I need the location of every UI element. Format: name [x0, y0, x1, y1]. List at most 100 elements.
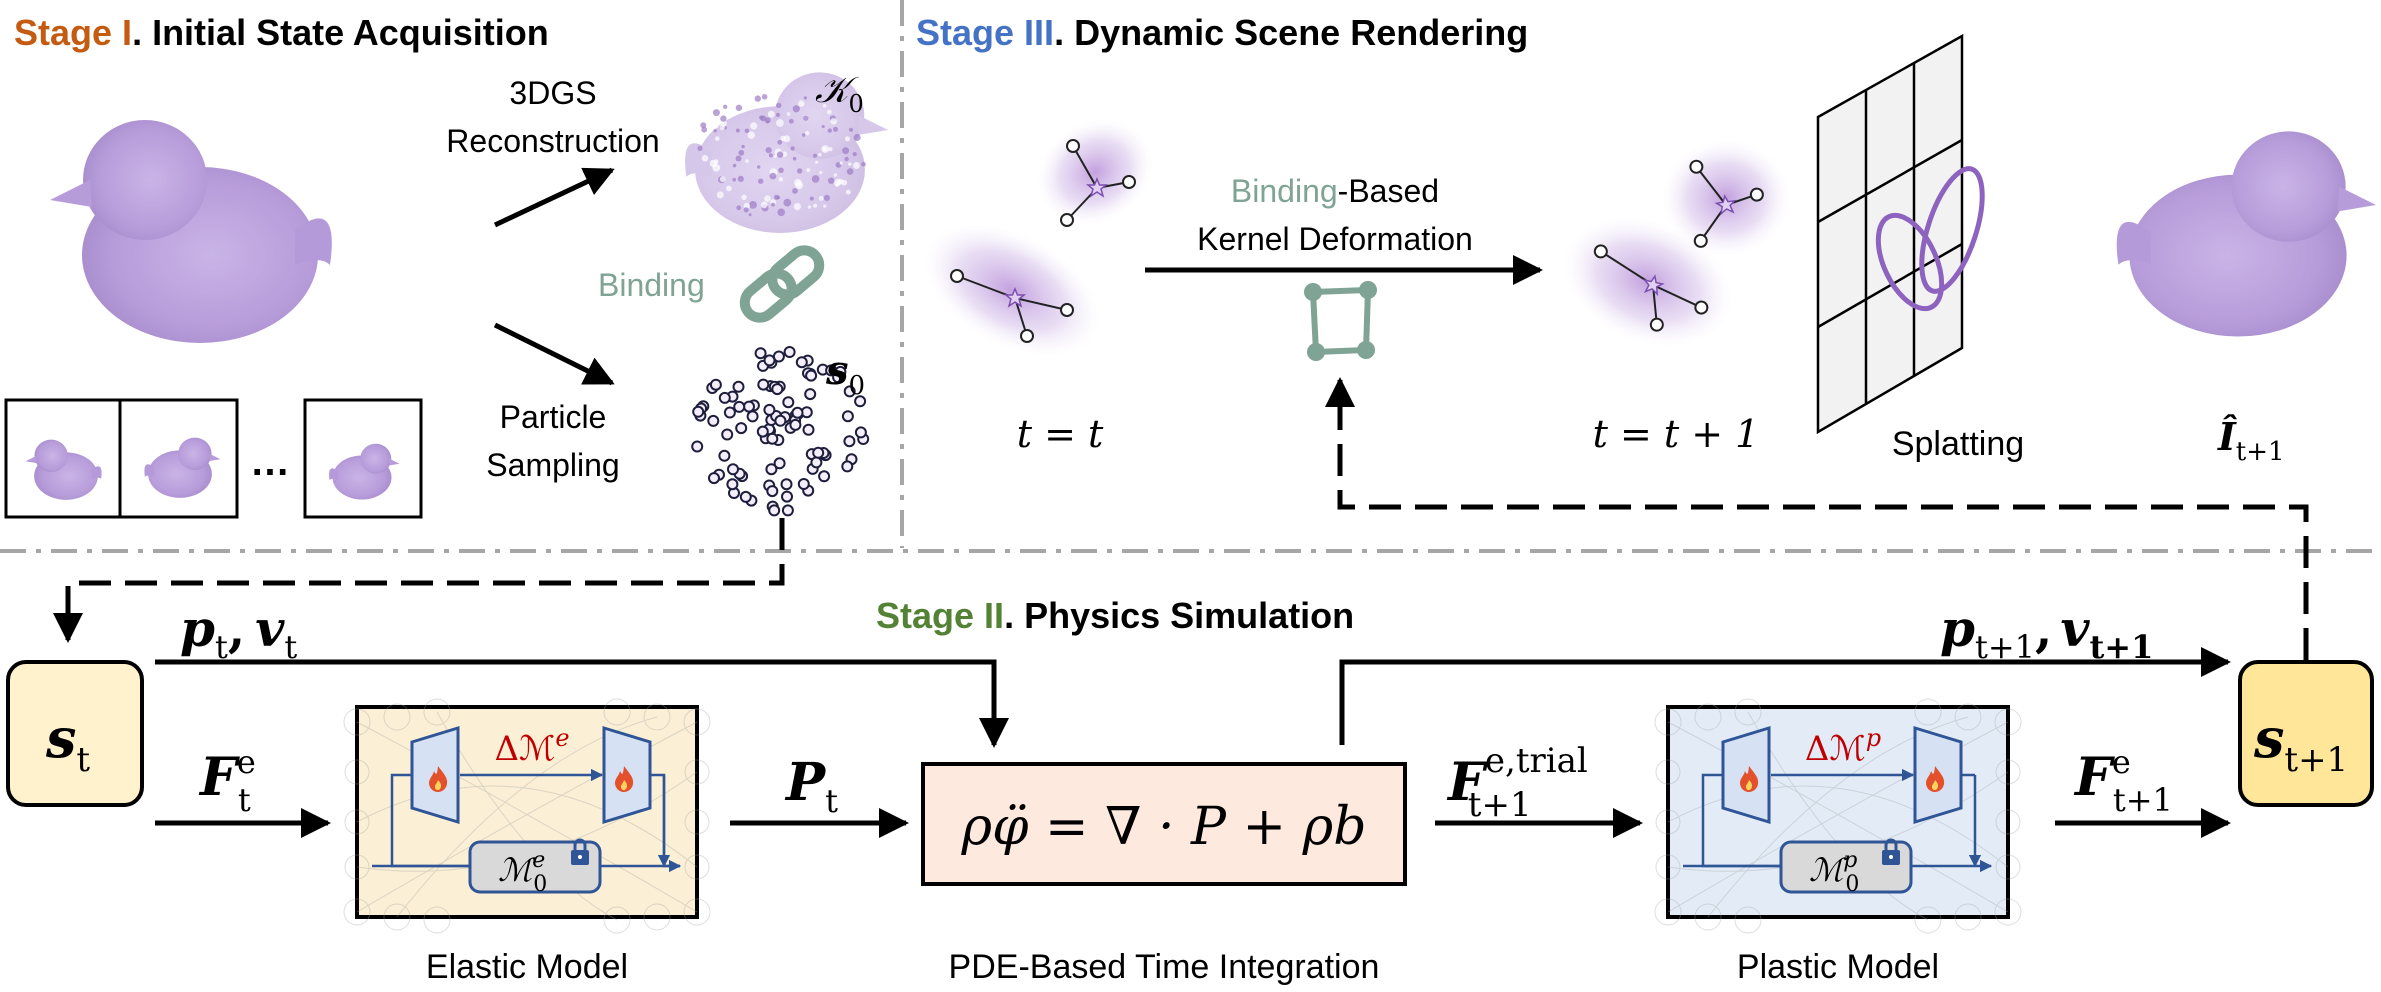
stage1-title: Stage I. Initial State Acquisition	[14, 12, 549, 53]
particle	[841, 460, 854, 473]
kernel-speckle	[745, 159, 749, 163]
particle	[739, 490, 752, 503]
particle-cloud	[691, 346, 870, 517]
kernel-speckle	[778, 167, 784, 174]
kernel-speckle	[764, 195, 771, 202]
kernel-speckle	[821, 145, 830, 153]
particle	[841, 410, 854, 423]
kernel-speckle	[700, 122, 707, 129]
kernel-speckle	[794, 178, 802, 187]
particle	[774, 414, 787, 427]
particle	[812, 446, 825, 459]
kernel-speckle	[760, 115, 767, 122]
particle	[804, 388, 817, 401]
kernel-speckle	[827, 128, 832, 133]
kernel-speckle	[768, 153, 774, 158]
recon-label-line1: 3DGS	[509, 75, 596, 111]
kernel-speckle	[750, 122, 758, 130]
particle	[802, 423, 815, 436]
time-t-label: t = t	[1017, 412, 1104, 456]
particle	[692, 405, 705, 418]
kernel-speckle	[818, 196, 824, 201]
kernel-speckle	[783, 198, 792, 207]
kernel-speckle	[744, 128, 750, 134]
kernel-speckle	[701, 126, 708, 133]
kernel-speckle	[861, 161, 866, 167]
kernel-speckle	[776, 102, 782, 109]
kernel-speckle	[848, 162, 852, 166]
state-st1-box	[2238, 660, 2374, 807]
multi-view-images: …	[4, 398, 423, 519]
kernel-speckle	[741, 144, 745, 149]
kernel-speckle	[833, 173, 837, 177]
kernel-speckle	[720, 120, 727, 127]
particle	[707, 414, 720, 427]
particle	[825, 364, 838, 377]
kernel-speckle	[846, 168, 854, 175]
kernel-speckle	[792, 105, 800, 113]
kernel-speckle	[842, 147, 850, 155]
kernel-speckle	[706, 128, 712, 134]
particle	[797, 478, 810, 490]
deformation-gradient-icon	[1304, 281, 1377, 361]
particle	[781, 504, 794, 517]
kernel-speckle	[760, 201, 768, 209]
kernel-speckle	[765, 147, 772, 154]
particle	[718, 449, 731, 462]
particle	[768, 504, 781, 517]
particle	[765, 463, 778, 476]
kernel-speckle	[828, 147, 833, 152]
pde-caption: PDE-Based Time Integration	[949, 948, 1380, 986]
kernel-speckle	[806, 168, 811, 173]
particle	[718, 391, 731, 404]
ihat-symbol: Ît+1	[2217, 414, 2285, 467]
st-symbol: st	[45, 706, 90, 780]
particle	[766, 432, 779, 445]
kernel-speckle	[777, 208, 785, 217]
particle	[756, 425, 769, 438]
input-duck-image	[50, 120, 332, 343]
arrow-pt-vt	[155, 659, 1009, 748]
deformation-label-line1: Binding-Based	[1231, 173, 1439, 209]
particle	[746, 410, 759, 423]
dashed-arrow-st1-to-deformation	[1325, 377, 2309, 660]
kernels-time-t	[924, 119, 1153, 356]
pt-vt-symbol: pt,vt	[180, 599, 297, 666]
kernel-speckle	[748, 213, 752, 217]
s0-symbol: s0	[825, 347, 865, 401]
sampling-label-line1: Particle	[500, 399, 607, 435]
kernel-speckle	[802, 133, 806, 137]
kernel-speckle	[852, 152, 857, 157]
kernel-speckle	[701, 155, 709, 162]
particle	[766, 485, 779, 498]
kernel-speckle	[844, 156, 849, 162]
recon-label-line2: Reconstruction	[446, 123, 659, 159]
kernel-speckle	[828, 177, 835, 184]
kernel-speckle	[833, 126, 838, 132]
kernel-speckle	[767, 110, 775, 118]
kernel-speckle	[777, 139, 783, 145]
kernel-speckle	[726, 185, 732, 192]
kernel-speckle	[720, 115, 727, 122]
state-st-box	[6, 660, 144, 807]
kernel-speckle	[793, 203, 801, 211]
kernel-speckle	[852, 162, 860, 169]
kernel-speckle	[845, 189, 851, 195]
kernel-speckle	[732, 177, 736, 182]
kernel-speckle	[853, 133, 861, 142]
kernel-speckle	[735, 128, 740, 133]
particle	[810, 456, 823, 469]
kernel-speckle	[848, 127, 854, 132]
kernel-speckle	[826, 109, 832, 115]
kernel-speckle	[807, 205, 812, 209]
sampling-label-line2: Sampling	[486, 447, 619, 483]
elastic-delta-symbol: Δℳe	[494, 724, 569, 769]
kernel-speckle	[738, 149, 745, 156]
binding-label: Binding	[598, 267, 705, 303]
kernel-speckle	[805, 131, 810, 136]
plastic-delta-symbol: Δℳp	[1805, 724, 1881, 769]
particle	[789, 418, 802, 431]
kernel-speckle	[741, 194, 747, 200]
